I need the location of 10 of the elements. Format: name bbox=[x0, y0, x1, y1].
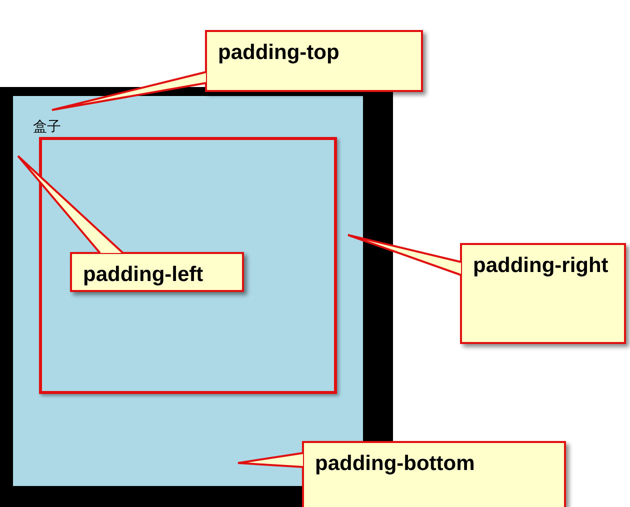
callout-text: padding-right bbox=[473, 253, 608, 278]
content-outline bbox=[39, 137, 337, 394]
callout-box bbox=[302, 441, 566, 507]
callout-box bbox=[460, 243, 626, 344]
callout-text: padding-top bbox=[218, 40, 340, 65]
callout-box bbox=[70, 252, 244, 292]
box-label: 盒子 bbox=[33, 119, 61, 135]
callout-text: padding-bottom bbox=[315, 451, 475, 476]
callout-text: padding-left bbox=[83, 262, 204, 287]
callout-box bbox=[205, 30, 423, 92]
